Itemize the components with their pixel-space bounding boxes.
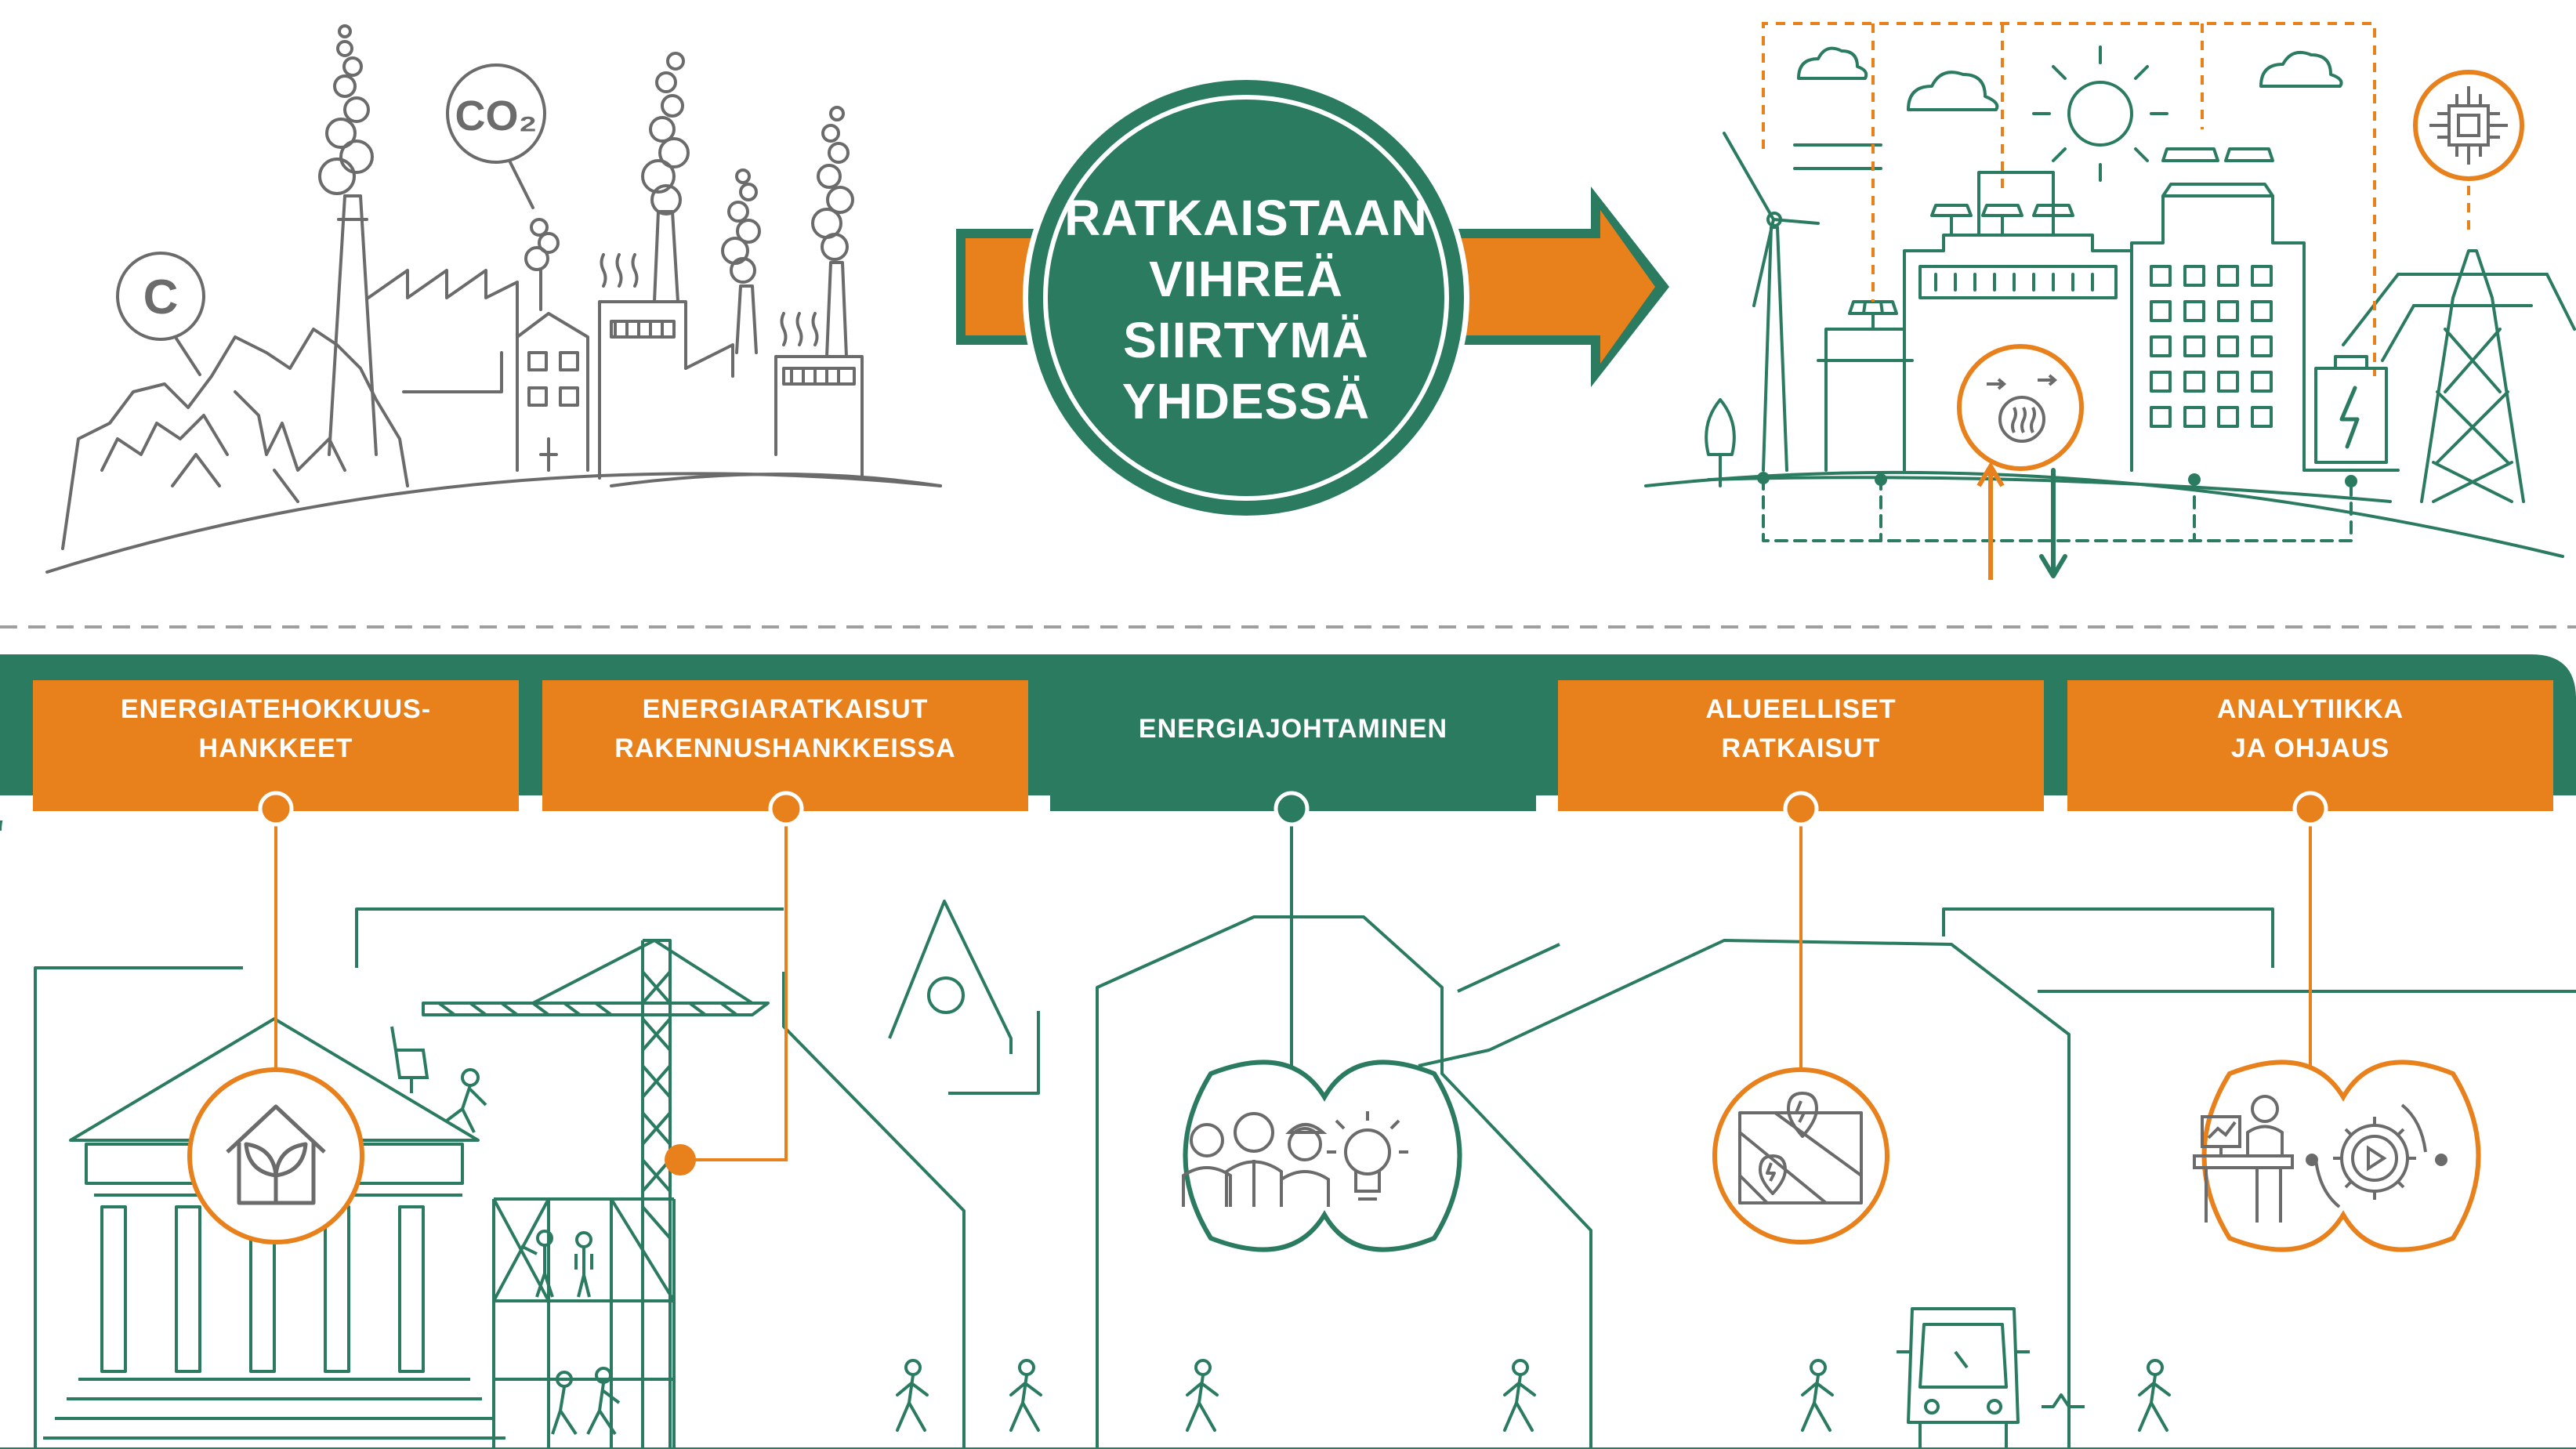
hill-left bbox=[45, 472, 942, 574]
hero-title-line-2: VIHREÄ bbox=[1149, 251, 1343, 307]
co2-icon bbox=[446, 63, 546, 164]
solar-panel-icon bbox=[1848, 300, 1898, 331]
chimney-small bbox=[721, 168, 761, 354]
house-solar-left bbox=[1817, 300, 1914, 472]
tab-1[interactable] bbox=[33, 680, 519, 810]
hero-title-line-3: SIIRTYMÄ bbox=[1123, 312, 1369, 368]
tab-4-label-line-2: RATKAISUT bbox=[1721, 734, 1881, 763]
people-lightbulb-icon bbox=[1182, 1060, 1462, 1252]
map-icon bbox=[1712, 1067, 1889, 1244]
carbon-label: C bbox=[143, 270, 179, 324]
chimney-smoke-icon bbox=[318, 24, 378, 456]
tab-5-label[interactable]: ANALYTIIKKA JA OHJAUS bbox=[2067, 690, 2553, 768]
hero-title: RATKAISTAAN VIHREÄ SIIRTYMÄ YHDESSÄ bbox=[1050, 153, 1442, 466]
factory-house bbox=[516, 218, 589, 472]
analyst-icon bbox=[2193, 1095, 2294, 1223]
building-mid bbox=[1903, 171, 2133, 472]
carbon-icon bbox=[116, 252, 205, 341]
hero-circle-inner-ring bbox=[1043, 95, 1449, 501]
heat-pump-icon bbox=[1957, 344, 2084, 471]
factory-right bbox=[774, 106, 864, 480]
scaffolding bbox=[492, 1197, 676, 1449]
tab-4[interactable] bbox=[1558, 680, 2044, 810]
energy-up-arrow bbox=[1976, 462, 2005, 580]
hero-title-line-4: YHDESSÄ bbox=[1121, 373, 1371, 429]
people-icon bbox=[1182, 1112, 1330, 1207]
green-city-scene bbox=[1644, 45, 2576, 578]
tab-5-label-line-2: JA OHJAUS bbox=[2230, 734, 2390, 763]
hero-title-line-1: RATKAISTAAN bbox=[1064, 190, 1428, 246]
tab-connectors bbox=[274, 809, 2312, 1161]
house-leaf-icon bbox=[187, 1067, 364, 1244]
city-outline bbox=[0, 900, 2576, 1449]
walking-person-icon bbox=[896, 1359, 2171, 1432]
tab-3[interactable] bbox=[1050, 680, 1536, 810]
tab-3-label[interactable]: ENERGIAJOHTAMINEN bbox=[1050, 690, 1536, 768]
battery-icon bbox=[2302, 355, 2400, 472]
crane-icon bbox=[422, 939, 770, 1449]
chip-icon bbox=[2413, 70, 2524, 181]
cloud-icon bbox=[1797, 46, 2343, 111]
factory-mid bbox=[598, 52, 734, 480]
tab-2[interactable] bbox=[542, 680, 1028, 810]
tab-4-label-line-1: ALUEELLISET bbox=[1705, 694, 1897, 724]
sun-icon bbox=[2032, 45, 2168, 182]
hill-left-back bbox=[610, 473, 942, 487]
tab-4-label[interactable]: ALUEELLISET RATKAISUT bbox=[1558, 690, 2044, 768]
tab-2-label[interactable]: ENERGIARATKAISUT RAKENNUSHANKKEISSA bbox=[542, 690, 1028, 768]
tab-1-label[interactable]: ENERGIATEHOKKUUS- HANKKEET bbox=[33, 690, 519, 768]
fossil-industry-scene bbox=[45, 24, 942, 574]
tab-connector-dots bbox=[258, 791, 2328, 1176]
bus-icon bbox=[1897, 1307, 2085, 1449]
coal-rocks bbox=[61, 328, 409, 550]
tab-2-label-line-1: ENERGIARATKAISUT bbox=[642, 694, 929, 724]
power-pylon-icon bbox=[2342, 249, 2576, 503]
tab-3-label-line-1: ENERGIAJOHTAMINEN bbox=[1138, 714, 1448, 744]
lightbulb-icon bbox=[1327, 1111, 1408, 1201]
co2-label: CO₂ bbox=[455, 92, 538, 139]
building-tall bbox=[2130, 147, 2306, 472]
tab-5-label-line-1: ANALYTIIKKA bbox=[2216, 694, 2404, 724]
tree-icon bbox=[1705, 398, 1736, 487]
tab-1-label-line-1: ENERGIATEHOKKUUS- bbox=[120, 694, 432, 724]
hill-right bbox=[1644, 470, 2564, 558]
tab-5[interactable] bbox=[2067, 680, 2553, 810]
analytics-icon bbox=[2193, 1060, 2481, 1252]
wind-turbine-icon bbox=[1723, 132, 1820, 472]
hero-circle bbox=[1028, 80, 1464, 516]
tab-1-label-line-2: HANKKEET bbox=[198, 734, 353, 763]
gear-play-icon bbox=[2306, 1103, 2447, 1208]
factory-icon bbox=[367, 269, 519, 393]
solar-worker bbox=[390, 1026, 487, 1133]
smart-grid-lines bbox=[1762, 22, 2470, 376]
tab-2-label-line-2: RAKENNUSHANKKEISSA bbox=[614, 734, 956, 763]
